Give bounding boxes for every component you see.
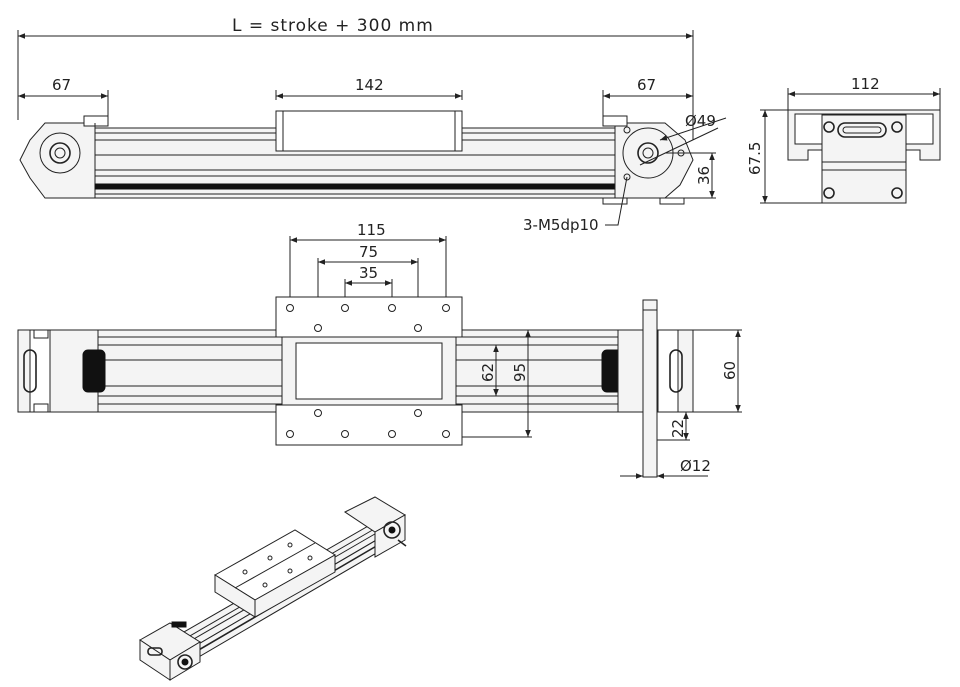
isometric-view [139, 496, 407, 681]
shaft-height-label: 36 [695, 166, 713, 185]
right-end-dimension: 67 [637, 76, 656, 94]
front-carriage [275, 110, 463, 152]
carriage-length-dimension: 142 [355, 76, 384, 94]
drive-shaft [642, 299, 658, 478]
pulley-diameter-label: Ø49 [685, 112, 716, 130]
rail-width-label: 62 [479, 363, 497, 382]
end-view-height-label: 67.5 [746, 142, 764, 175]
top-carriage-rear-plate [275, 404, 463, 446]
overall-length-label: L = stroke + 300 mm [232, 16, 434, 36]
left-end-cap [19, 122, 96, 199]
shaft-diameter-label: Ø12 [680, 457, 711, 475]
left-end-clamp [83, 115, 109, 127]
front-view: L = stroke + 300 mm 67 142 67 [17, 16, 727, 234]
shaft-offset-label: 22 [669, 419, 687, 438]
body-width-label: 60 [721, 361, 739, 380]
belt-strip [94, 183, 616, 190]
carriage-width-label: 95 [511, 363, 529, 382]
end-view: 112 67.5 [746, 75, 941, 204]
middle-hole-spacing-label: 75 [359, 243, 378, 261]
inner-hole-spacing-label: 35 [359, 264, 378, 282]
left-pulley-outline [39, 132, 81, 174]
mounting-holes-label: 3-M5dp10 [523, 216, 599, 234]
top-carriage-front-plate [275, 296, 463, 338]
top-view: 115 75 35 [17, 221, 742, 479]
left-end-dimension: 67 [52, 76, 71, 94]
carriage-mounting-holes [286, 304, 450, 438]
left-belt-clamp [82, 349, 106, 393]
outer-hole-spacing-label: 115 [357, 221, 386, 239]
end-view-width-label: 112 [851, 75, 880, 93]
